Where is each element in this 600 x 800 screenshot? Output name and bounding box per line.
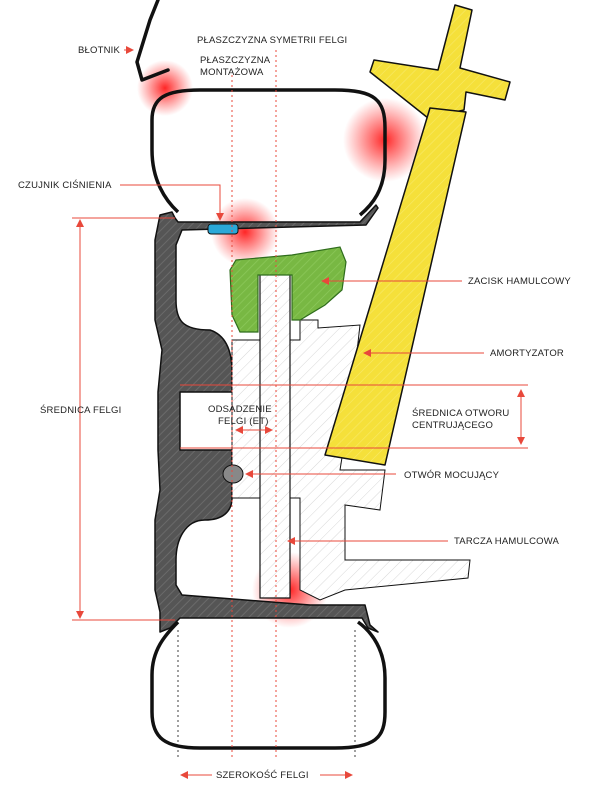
label-pressure-sensor: CZUJNIK CIŚNIENIA [18, 179, 112, 191]
mounting-hole-shape [222, 464, 244, 484]
rim-section [154, 204, 379, 633]
label-rim-symmetry-plane: PŁASZCZYZNA SYMETRII FELGI [197, 35, 347, 46]
label-offset-1: ODSADZENIE [208, 404, 272, 415]
tire-lower [150, 620, 387, 750]
label-brake-disc: TARCZA HAMULCOWA [454, 536, 560, 547]
brake-disc-shape [259, 269, 291, 599]
label-center-bore-1: ŚREDNICA OTWORU [412, 407, 509, 419]
label-brake-caliper: ZACISK HAMULCOWY [468, 276, 571, 287]
label-mounting-plane-1: PŁASZCZYZNA [200, 55, 271, 66]
label-fender: BŁOTNIK [78, 45, 121, 56]
label-mounting-hole: OTWÓR MOCUJĄCY [404, 470, 500, 481]
reference-planes [231, 50, 277, 760]
rim-width-guides [177, 630, 356, 760]
label-shock-absorber: AMORTYZATOR [490, 348, 564, 359]
hub-section [231, 319, 471, 601]
shock-absorber-shape [324, 4, 511, 466]
tire-upper [150, 88, 387, 217]
label-rim-width: SZEROKOŚĆ FELGI [216, 769, 309, 781]
fender-shape [135, 0, 170, 82]
label-center-bore-2: CENTRUJĄCEGO [412, 420, 493, 431]
brake-caliper-shape [229, 246, 347, 333]
label-mounting-plane-2: MONTAŻOWA [200, 67, 264, 78]
label-offset-2: FELGI (ET) [218, 416, 269, 427]
pressure-sensor-shape [207, 223, 239, 235]
label-rim-diameter: ŚREDNICA FELGI [40, 404, 121, 416]
